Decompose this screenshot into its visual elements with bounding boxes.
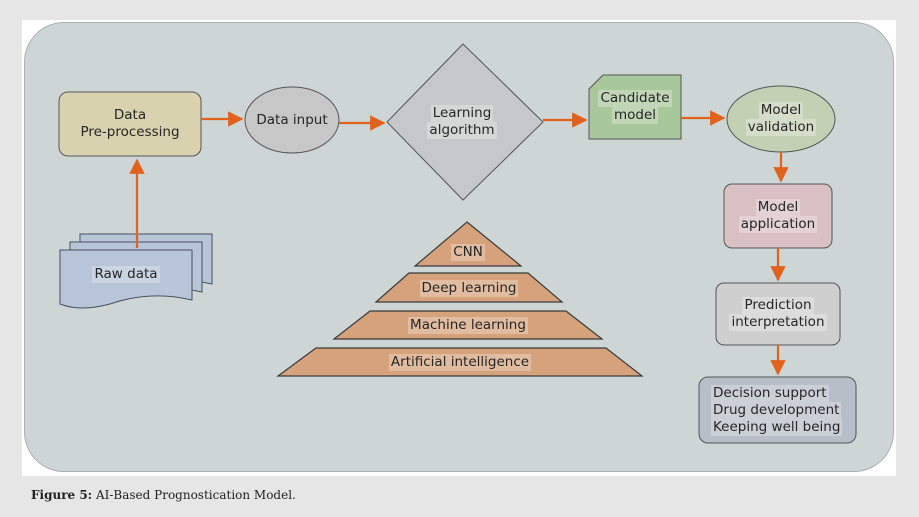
data-input-node (244, 86, 340, 154)
data-preprocessing-line-1: Data (113, 107, 147, 123)
pyramid-text-artificial-intelligence: Artificial intelligence (388, 353, 532, 371)
flow-arrows (129, 110, 789, 376)
raw-data-line-1: Raw data (92, 265, 160, 283)
learning-algorithm-label: Learning algorithm (400, 90, 524, 154)
ai-pyramid (276, 221, 644, 377)
candidate-model-line-1: Candidate (598, 90, 672, 107)
data-preprocessing-label: Data Pre-processing (59, 92, 201, 156)
prediction-interpretation-label: Prediction interpretation (716, 283, 840, 345)
candidate-model-line-2: model (611, 107, 659, 124)
figure-caption: Figure 5: AI-Based Prognostication Model… (31, 488, 296, 502)
model-validation-label: Model validation (727, 86, 835, 152)
outcome-keeping-well-being: Keeping well being (711, 418, 843, 436)
pyramid-text-machine-learning: Machine learning (408, 316, 528, 334)
pyramid-text-cnn: CNN (451, 243, 485, 261)
figure-caption-label: Figure 5: (31, 488, 93, 502)
learning-algorithm-line-1: Learning (430, 105, 494, 122)
prediction-interpretation-line-2: interpretation (729, 314, 827, 331)
outcome-drug-development: Drug development (711, 401, 842, 419)
learning-algorithm-line-2: algorithm (427, 122, 497, 139)
flow-diagram (58, 43, 857, 444)
raw-data-label: Raw data (60, 250, 192, 298)
pyramid-tier-cnn (413, 221, 523, 267)
pyramid-text-deep-learning: Deep learning (419, 279, 519, 297)
pyramid-label-cnn: CNN (415, 242, 521, 262)
data-input-line-1: Data input (256, 111, 328, 128)
data-input-label: Data input (245, 87, 339, 153)
pyramid-label-machine-learning: Machine learning (334, 314, 602, 336)
model-validation-line-1: Model (758, 102, 804, 119)
data-preprocessing-line-2: Pre-processing (80, 124, 180, 140)
pyramid-tier-machine-learning (332, 310, 604, 340)
outcome-decision-support: Decision support (711, 384, 829, 402)
candidate-model-node (588, 74, 682, 140)
raw-data-node (59, 233, 213, 309)
pyramid-label-deep-learning: Deep learning (376, 277, 562, 299)
data-preprocessing-node (58, 91, 202, 157)
pyramid-tier-deep-learning (374, 272, 564, 303)
raw-data-sheet-front (59, 249, 193, 309)
outcomes-node (698, 376, 857, 444)
model-application-label: Model application (724, 184, 832, 248)
outcomes-label: Decision support Drug development Keepin… (699, 377, 856, 443)
learning-algorithm-node (386, 43, 544, 201)
candidate-model-label: Candidate model (589, 82, 681, 132)
model-application-line-1: Model (755, 199, 801, 216)
model-application-line-2: application (738, 216, 818, 233)
model-validation-line-2: validation (745, 119, 817, 136)
pyramid-tier-artificial-intelligence (276, 347, 644, 377)
pyramid-label-artificial-intelligence: Artificial intelligence (278, 351, 642, 373)
figure-caption-text: AI-Based Prognostication Model. (95, 488, 296, 502)
prediction-interpretation-line-1: Prediction (742, 297, 814, 314)
